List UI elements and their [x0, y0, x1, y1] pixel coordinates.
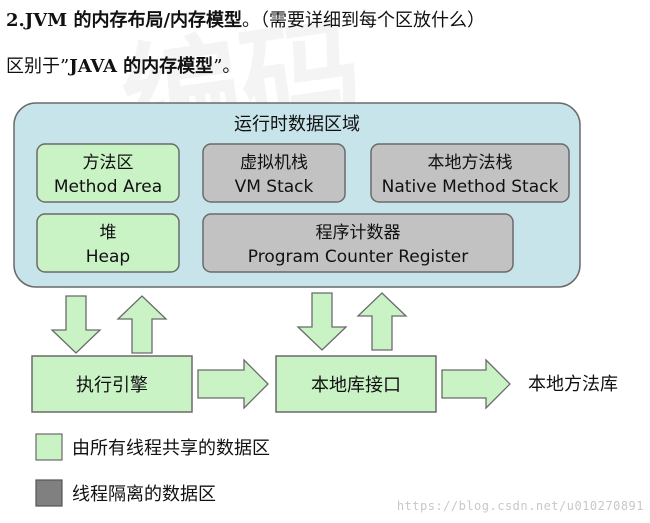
legend-isolated-swatch	[35, 479, 63, 507]
execution-engine-box: 执行引擎	[31, 355, 193, 413]
vm-stack-en: VM Stack	[235, 177, 314, 197]
heap-zh: 堆	[100, 223, 117, 243]
native-interface-label: 本地库接口	[311, 375, 401, 396]
arrow-right-engine-icon	[197, 358, 269, 410]
arrow-down-left-icon	[50, 295, 102, 354]
heap-box: 堆 Heap	[36, 213, 180, 273]
arrow-right-native-icon	[441, 358, 511, 410]
heap-en: Heap	[86, 247, 130, 267]
runtime-data-area-title: 运行时数据区域	[234, 114, 360, 135]
method-area-en: Method Area	[54, 177, 162, 197]
heading-line-2: 区别于”JAVA 的内存模型”。	[6, 52, 240, 78]
heading-line-2-bold: JAVA 的内存模型	[69, 56, 214, 77]
method-area-zh: 方法区	[83, 153, 134, 173]
legend-shared-swatch	[35, 433, 63, 461]
program-counter-register-en: Program Counter Register	[248, 247, 468, 267]
method-area-box: 方法区 Method Area	[36, 143, 180, 203]
program-counter-register-box: 程序计数器 Program Counter Register	[202, 213, 514, 273]
heading-line-1: 2.JVM 的内存布局/内存模型。（需要详细到每个区放什么）	[6, 6, 485, 32]
native-method-stack-zh: 本地方法栈	[428, 153, 513, 173]
vm-stack-box: 虚拟机栈 VM Stack	[202, 143, 346, 203]
heading-line-1-rest: 。（需要详细到每个区放什么）	[242, 10, 486, 31]
legend-shared-label: 由所有线程共享的数据区	[72, 438, 270, 459]
arrow-down-right-icon	[296, 292, 348, 351]
execution-engine-label: 执行引擎	[76, 375, 148, 396]
heading-line-2-suffix: ”。	[213, 56, 241, 77]
legend-isolated-label: 线程隔离的数据区	[72, 484, 216, 505]
watermark-url: https://blog.csdn.net/u010270891	[396, 499, 644, 513]
native-interface-box: 本地库接口	[275, 355, 437, 413]
vm-stack-zh: 虚拟机栈	[240, 153, 308, 173]
heading-line-2-prefix: 区别于”	[6, 56, 70, 77]
native-method-stack-box: 本地方法栈 Native Method Stack	[370, 143, 570, 203]
program-counter-register-zh: 程序计数器	[316, 223, 401, 243]
heading-line-1-bold: 2.JVM 的内存布局/内存模型	[6, 10, 243, 31]
native-library-label: 本地方法库	[528, 374, 618, 395]
arrow-up-right-icon	[356, 292, 408, 351]
arrow-up-left-icon	[116, 295, 168, 354]
native-method-stack-en: Native Method Stack	[382, 177, 559, 197]
